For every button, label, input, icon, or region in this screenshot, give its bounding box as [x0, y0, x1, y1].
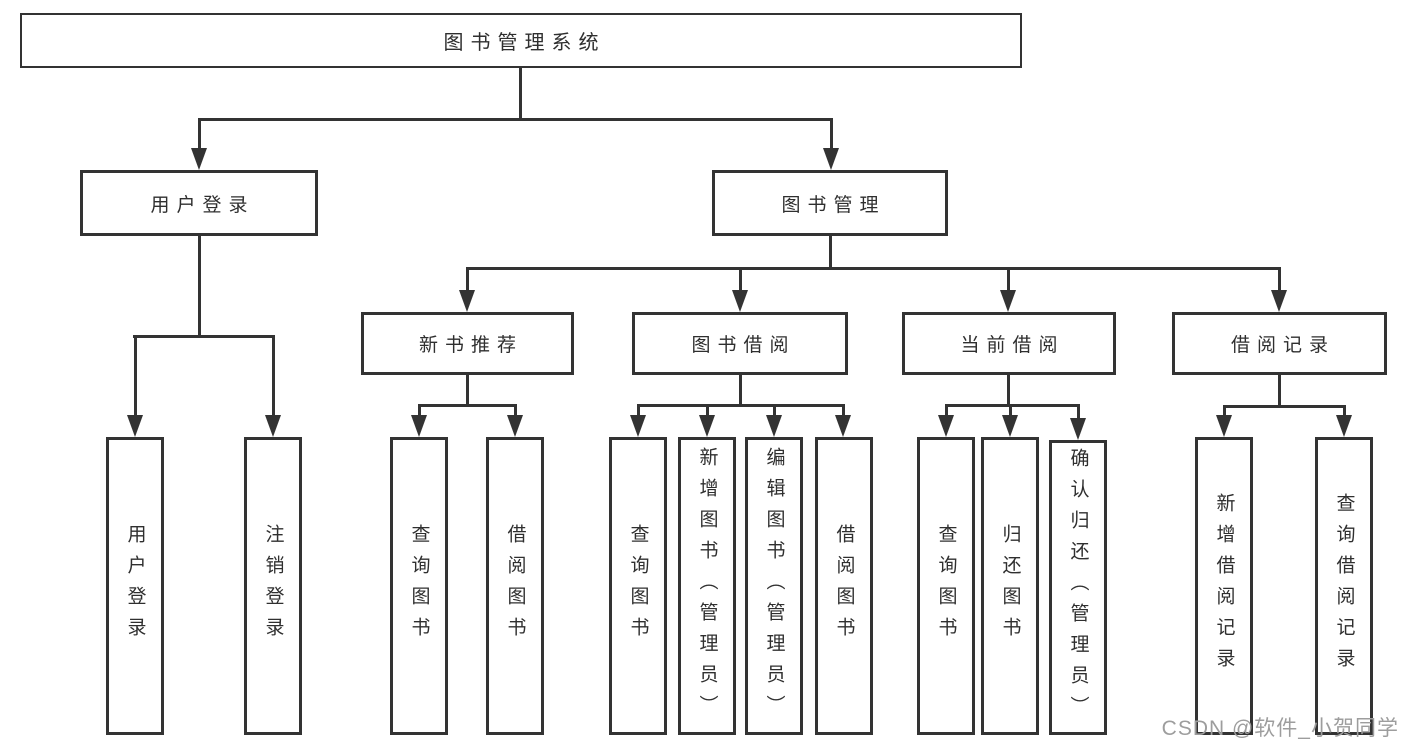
arrowhead-to-cb-query-icon: [938, 415, 954, 437]
edge-br-leaf2-stem: [1343, 405, 1346, 417]
arrowhead-to-bb-add-icon: [699, 415, 715, 437]
arrowhead-to-leaf-logout-icon: [265, 415, 281, 437]
edge-user-to-logout-stem: [272, 335, 275, 416]
leaf-bb-query-book-label: 查询图书: [627, 524, 649, 648]
leaf-user-login-label: 用户登录: [124, 524, 146, 648]
arrowhead-to-br-add-icon: [1216, 415, 1232, 437]
leaf-bb-add-book-admin-label: 新增图书（管理员）: [696, 446, 718, 726]
edge-bb-leaf3-stem: [773, 404, 776, 417]
leaf-nbr-borrow-book: 借阅图书: [486, 437, 544, 735]
leaf-bb-edit-book-admin: 编辑图书（管理员）: [745, 437, 803, 735]
edge-book-to-bb-stem: [739, 267, 742, 293]
leaf-br-query-record-label: 查询借阅记录: [1333, 493, 1355, 679]
leaf-br-query-record: 查询借阅记录: [1315, 437, 1373, 735]
edge-book-to-cb-stem: [1007, 267, 1010, 293]
leaf-bb-add-book-admin: 新增图书（管理员）: [678, 437, 736, 735]
node-book-management-label: 图书管理: [781, 194, 886, 216]
leaf-bb-borrow-book-label: 借阅图书: [833, 524, 855, 648]
arrowhead-to-book-management-icon: [823, 148, 839, 170]
edge-br-trunk: [1278, 375, 1281, 407]
leaf-nbr-query-book: 查询图书: [390, 437, 448, 735]
edge-cb-bar: [945, 404, 1080, 407]
csdn-watermark: CSDN @软件_小贺同学: [1161, 717, 1399, 740]
edge-bb-bar: [637, 404, 845, 407]
edge-book-bar: [466, 267, 1281, 270]
arrowhead-to-nbr-query-icon: [411, 415, 427, 437]
leaf-nbr-query-book-label: 查询图书: [408, 524, 430, 648]
edge-nbr-leaf2-stem: [514, 404, 517, 417]
edge-cb-leaf1-stem: [945, 404, 948, 417]
leaf-cb-query-book: 查询图书: [917, 437, 975, 735]
node-user-login-label: 用户登录: [150, 194, 255, 216]
edge-bb-leaf1-stem: [637, 404, 640, 417]
edge-user-bar: [133, 335, 275, 338]
arrowhead-to-bb-query-icon: [630, 415, 646, 437]
arrowhead-to-borrow-record-icon: [1271, 290, 1287, 312]
arrowhead-to-new-book-recommend-icon: [459, 290, 475, 312]
node-current-borrow: 当前借阅: [902, 312, 1116, 375]
edge-book-to-br-stem: [1278, 267, 1281, 293]
node-book-management: 图书管理: [712, 170, 948, 236]
leaf-bb-query-book: 查询图书: [609, 437, 667, 735]
edge-cb-trunk: [1007, 375, 1010, 406]
edge-user-to-login-stem: [134, 335, 137, 416]
node-book-borrow-label: 图书借阅: [691, 335, 796, 356]
leaf-bb-edit-book-admin-label: 编辑图书（管理员）: [763, 446, 785, 726]
node-new-book-recommend-label: 新书推荐: [418, 335, 523, 356]
arrowhead-to-user-login-icon: [191, 148, 207, 170]
edge-br-leaf1-stem: [1223, 405, 1226, 417]
arrowhead-to-cb-return-icon: [1002, 415, 1018, 437]
node-root: 图书管理系统: [20, 13, 1022, 68]
node-book-borrow: 图书借阅: [632, 312, 848, 375]
arrowhead-to-br-query-icon: [1336, 415, 1352, 437]
leaf-nbr-borrow-book-label: 借阅图书: [504, 524, 526, 648]
edge-book-trunk: [829, 236, 832, 269]
leaf-logout-label: 注销登录: [262, 524, 284, 648]
edge-bb-trunk: [739, 375, 742, 406]
edge-bb-leaf2-stem: [706, 404, 709, 417]
arrowhead-to-bb-edit-icon: [766, 415, 782, 437]
arrowhead-to-leaf-user-login-icon: [127, 415, 143, 437]
arrowhead-to-cb-confirm-icon: [1070, 418, 1086, 440]
arrowhead-to-nbr-borrow-icon: [507, 415, 523, 437]
node-borrow-record-label: 借阅记录: [1230, 335, 1335, 356]
leaf-cb-return-book-label: 归还图书: [999, 524, 1021, 648]
edge-user-trunk: [198, 236, 201, 337]
leaf-cb-confirm-return-admin-label: 确认归还（管理员）: [1067, 448, 1089, 727]
leaf-cb-confirm-return-admin: 确认归还（管理员）: [1049, 440, 1107, 735]
edge-br-bar: [1223, 405, 1346, 408]
edge-root-bar: [198, 118, 833, 121]
leaf-cb-query-book-label: 查询图书: [935, 524, 957, 648]
node-user-login: 用户登录: [80, 170, 318, 236]
edge-root-trunk: [519, 68, 522, 120]
leaf-cb-return-book: 归还图书: [981, 437, 1039, 735]
node-root-label: 图书管理系统: [443, 32, 606, 54]
edge-cb-leaf2-stem: [1009, 404, 1012, 417]
arrowhead-to-book-borrow-icon: [732, 290, 748, 312]
leaf-br-add-record: 新增借阅记录: [1195, 437, 1253, 735]
node-current-borrow-label: 当前借阅: [960, 335, 1065, 356]
edge-nbr-trunk: [466, 375, 469, 406]
node-borrow-record: 借阅记录: [1172, 312, 1387, 375]
edge-cb-leaf3-stem: [1077, 404, 1080, 420]
edge-nbr-leaf1-stem: [418, 404, 421, 417]
leaf-bb-borrow-book: 借阅图书: [815, 437, 873, 735]
leaf-br-add-record-label: 新增借阅记录: [1213, 493, 1235, 679]
leaf-logout: 注销登录: [244, 437, 302, 735]
edge-root-to-user-stem: [198, 118, 201, 151]
edge-root-to-book-stem: [830, 118, 833, 151]
edge-nbr-bar: [418, 404, 517, 407]
leaf-user-login: 用户登录: [106, 437, 164, 735]
node-new-book-recommend: 新书推荐: [361, 312, 574, 375]
arrowhead-to-bb-borrow-icon: [835, 415, 851, 437]
edge-book-to-nbr-stem: [466, 267, 469, 293]
arrowhead-to-current-borrow-icon: [1000, 290, 1016, 312]
edge-bb-leaf4-stem: [842, 404, 845, 417]
